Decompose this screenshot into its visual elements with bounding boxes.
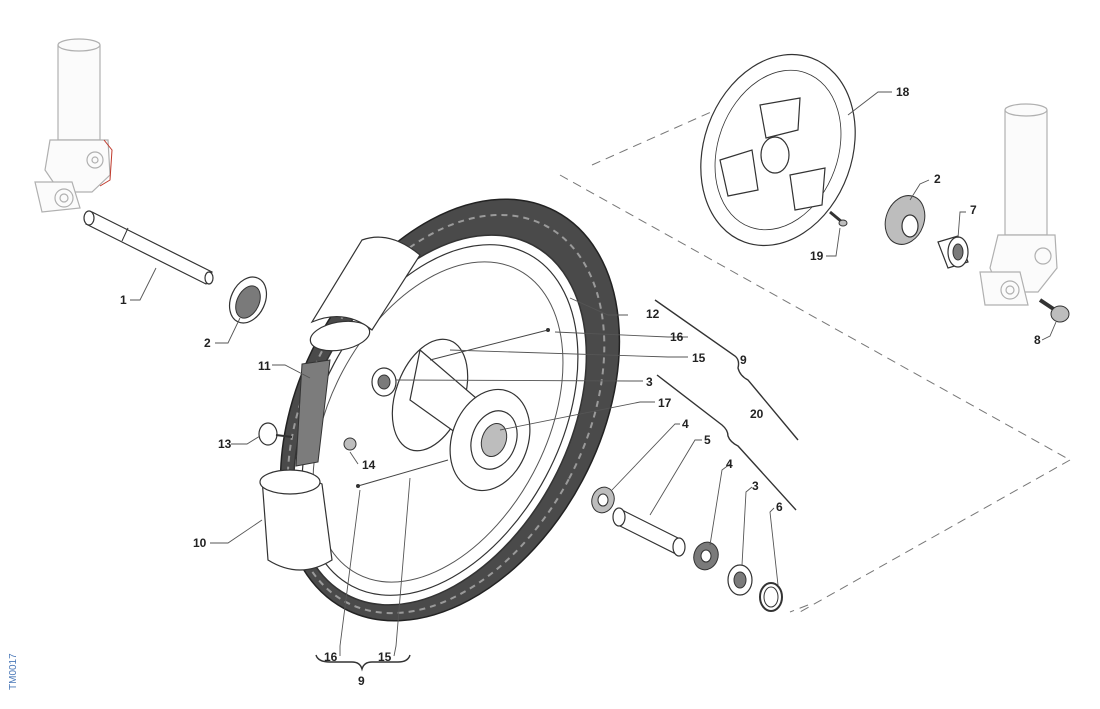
bearing-hub <box>371 367 397 397</box>
brake-disc <box>700 53 856 247</box>
assembly-guide-lines <box>559 107 1071 613</box>
callout-2-left: 2 <box>204 336 211 350</box>
callout-16-lower: 16 <box>324 650 338 664</box>
inner-tube <box>259 469 333 571</box>
rim-tape <box>295 359 331 467</box>
callout-3-lower: 3 <box>752 479 759 493</box>
document-code: TM0017 <box>8 653 19 690</box>
callout-6: 6 <box>776 500 783 514</box>
callout-9-right: 9 <box>740 353 747 367</box>
axle-bolt <box>1038 298 1070 323</box>
callout-20: 20 <box>750 407 764 421</box>
callout-16-upper: 16 <box>670 330 684 344</box>
valve-nut <box>343 437 357 451</box>
callout-17: 17 <box>658 396 672 410</box>
disc-bolt <box>829 210 848 227</box>
bearing-lower <box>727 564 753 596</box>
callout-7: 7 <box>970 203 977 217</box>
callout-4-lower: 4 <box>726 457 733 471</box>
callout-11: 11 <box>258 359 271 373</box>
callout-15-upper: 15 <box>692 351 706 365</box>
spacer-sleeve <box>612 507 686 557</box>
callout-12: 12 <box>646 307 660 321</box>
callout-14: 14 <box>362 458 376 472</box>
callout-3-hub: 3 <box>646 375 653 389</box>
dust-seal-right <box>884 195 926 245</box>
callout-18: 18 <box>896 85 910 99</box>
callout-2-right: 2 <box>934 172 941 186</box>
rim <box>301 244 579 596</box>
callout-8: 8 <box>1034 333 1041 347</box>
callout-13: 13 <box>218 437 232 451</box>
leader-lines <box>130 91 1057 657</box>
callout-9-bottom: 9 <box>358 674 365 688</box>
washer-lower <box>693 541 719 571</box>
callout-15-lower: 15 <box>378 650 392 664</box>
circlip <box>759 582 783 612</box>
callout-19: 19 <box>810 249 824 263</box>
right-fork-leg <box>979 103 1058 306</box>
callout-10: 10 <box>193 536 207 550</box>
spokes <box>356 328 550 488</box>
valve <box>258 422 293 446</box>
callout-5: 5 <box>704 433 711 447</box>
spacer-right <box>937 235 969 269</box>
callout-1: 1 <box>120 293 127 307</box>
callout-labels: 1 2 11 13 14 10 12 16 15 9 3 17 20 4 5 4… <box>120 85 1041 688</box>
washer-upper <box>591 486 615 514</box>
wheel-spindle <box>83 210 214 285</box>
group-brackets <box>315 299 799 672</box>
tyre-section-top <box>309 236 421 352</box>
hub <box>391 338 531 492</box>
dust-seal-left <box>228 276 268 324</box>
left-fork-leg <box>34 38 113 213</box>
callout-4-upper: 4 <box>682 417 689 431</box>
